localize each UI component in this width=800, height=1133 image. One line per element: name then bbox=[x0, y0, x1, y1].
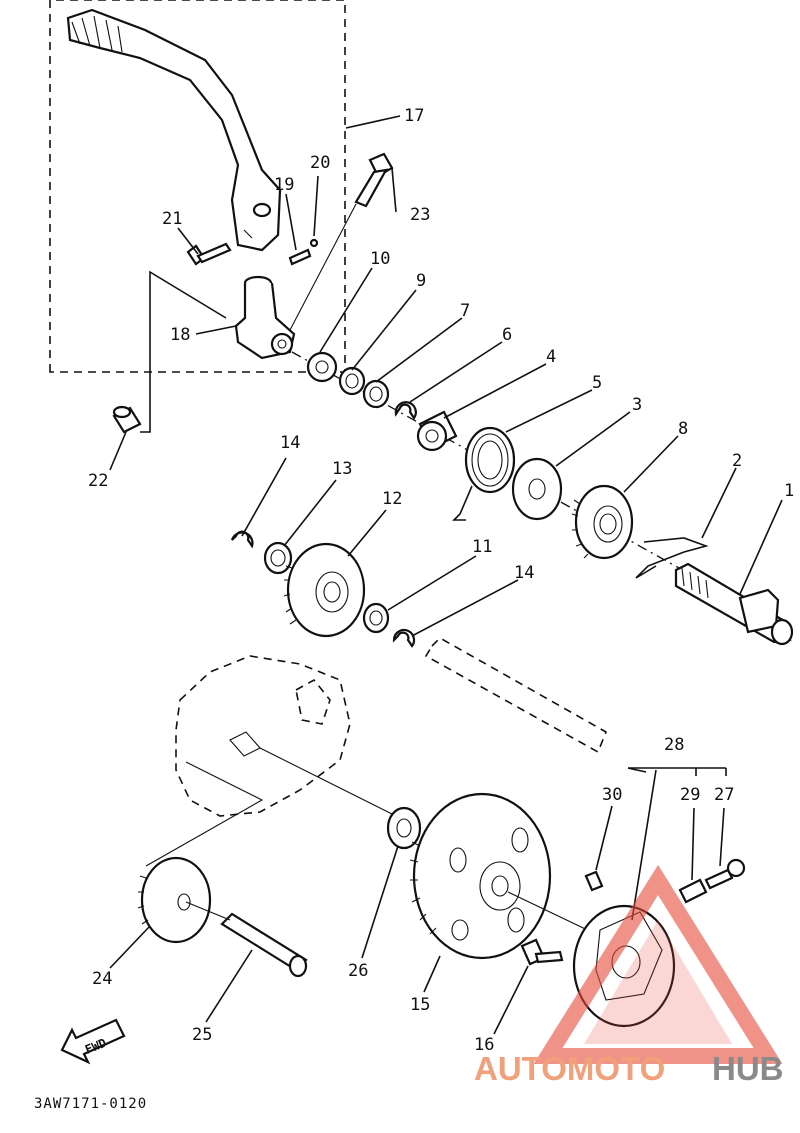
clip-2 bbox=[635, 537, 709, 579]
washer-9 bbox=[338, 366, 366, 396]
callout-18: 20 bbox=[310, 153, 330, 173]
spring-27 bbox=[704, 858, 746, 890]
crankcase-boss bbox=[295, 678, 331, 725]
callout-25: 26 bbox=[348, 961, 368, 981]
callout-19: 21 bbox=[162, 209, 182, 229]
callout-4: 4 bbox=[546, 347, 556, 367]
leader-20 bbox=[140, 270, 227, 433]
spring-guide-4 bbox=[416, 410, 458, 452]
callout-16: 18 bbox=[170, 325, 190, 345]
callout-5: 5 bbox=[592, 373, 602, 393]
gear-22 bbox=[137, 856, 212, 944]
circlip-6 bbox=[394, 401, 417, 420]
washer-10 bbox=[306, 351, 338, 383]
ratchet-8 bbox=[571, 484, 634, 560]
callout-2: 2 bbox=[732, 451, 742, 471]
callout-8: 8 bbox=[678, 419, 688, 439]
watermark-text-2: HUB bbox=[712, 1050, 784, 1087]
crankcase-outline bbox=[175, 655, 351, 817]
bolt-21 bbox=[289, 152, 394, 331]
shaft-23 bbox=[220, 912, 308, 978]
callout-26: 28 bbox=[664, 735, 684, 755]
shaft-axis-23 bbox=[185, 901, 231, 921]
callout-21: 23 bbox=[410, 205, 430, 225]
callout-22: 24 bbox=[92, 969, 112, 989]
ball-18 bbox=[309, 238, 319, 248]
washer-11 bbox=[362, 602, 390, 634]
watermark-triangle bbox=[533, 864, 783, 1064]
plunger-28 bbox=[678, 878, 708, 904]
shaft-dashed bbox=[424, 637, 608, 754]
callout-24: 15 bbox=[410, 995, 430, 1015]
washer-25 bbox=[386, 806, 422, 850]
callout-28: 29 bbox=[680, 785, 700, 805]
callout-17: 19 bbox=[274, 175, 294, 195]
fwd-arrow: FWD bbox=[60, 1018, 126, 1065]
drive-gear-24 bbox=[409, 792, 552, 960]
callout-9: 9 bbox=[416, 271, 426, 291]
circlip-14a bbox=[230, 530, 254, 549]
watermark-text-1: AUTOMOTO bbox=[474, 1050, 665, 1087]
bolt-19 bbox=[186, 242, 232, 266]
leader-25-axis bbox=[259, 747, 397, 817]
idle-gear-12 bbox=[283, 542, 366, 638]
kick-lever bbox=[66, 8, 282, 252]
callout-leaders bbox=[109, 115, 783, 1035]
pin-29 bbox=[584, 870, 604, 892]
callout-13: 13 bbox=[332, 459, 352, 479]
callout-7: 7 bbox=[460, 301, 470, 321]
watermark-triangle-fill bbox=[584, 920, 732, 1044]
torsion-spring-5 bbox=[452, 426, 516, 521]
callout-14b: 14 bbox=[514, 563, 534, 583]
leader-22-axis bbox=[145, 761, 264, 867]
washer-3 bbox=[511, 457, 563, 521]
washer-13 bbox=[263, 541, 293, 575]
callout-12: 12 bbox=[382, 489, 402, 509]
watermark-logo: AUTOMOTO HUB bbox=[474, 864, 784, 1087]
bolt-30 bbox=[520, 938, 564, 966]
callout-10: 10 bbox=[370, 249, 390, 269]
callout-20: 22 bbox=[88, 471, 108, 491]
callout-14a: 14 bbox=[280, 433, 300, 453]
callout-6: 6 bbox=[502, 325, 512, 345]
callout-1: 1 bbox=[784, 481, 794, 501]
kick-shaft-1 bbox=[674, 562, 794, 646]
callout-30: 16 bbox=[474, 1035, 494, 1055]
crankcase-pin bbox=[229, 731, 261, 757]
callout-11: 11 bbox=[472, 537, 492, 557]
spring-17 bbox=[288, 248, 312, 266]
kick-boss bbox=[234, 275, 296, 360]
washer-7 bbox=[362, 379, 390, 409]
callout-3: 3 bbox=[632, 395, 642, 415]
callout-15: 17 bbox=[404, 106, 424, 126]
circlip-14b bbox=[392, 628, 416, 648]
diagram-code: 3AW7171-0120 bbox=[34, 1096, 147, 1112]
callout-23: 25 bbox=[192, 1025, 212, 1045]
assembly-outline-15 bbox=[49, 0, 346, 373]
pin-20 bbox=[112, 405, 142, 434]
callout-labels: 17 20 19 21 23 18 10 9 7 6 4 5 3 8 2 1 1… bbox=[88, 106, 794, 1055]
callout-27: 27 bbox=[714, 785, 734, 805]
callout-29: 30 bbox=[602, 785, 622, 805]
